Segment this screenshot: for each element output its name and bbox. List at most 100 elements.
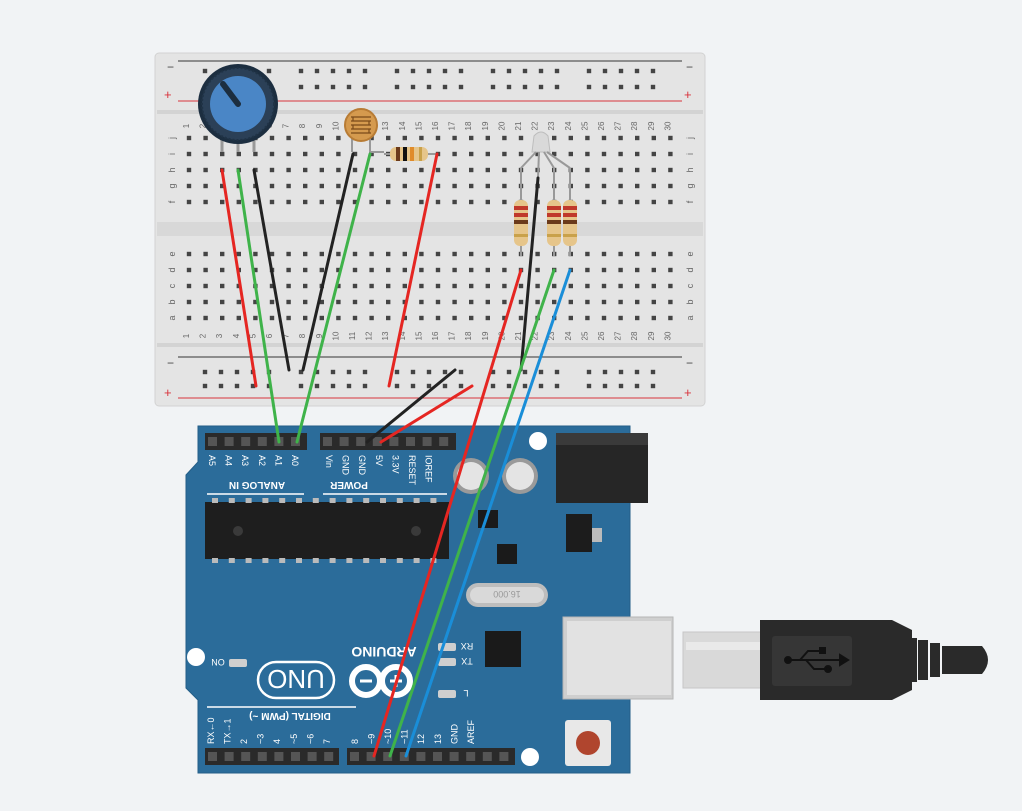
hole xyxy=(635,283,640,289)
breadboard[interactable]: 1122334455667788991010111112121313141415… xyxy=(154,52,706,407)
power-header[interactable] xyxy=(320,433,456,450)
hole xyxy=(419,167,424,173)
row-letter: h xyxy=(685,167,695,172)
header-pin[interactable] xyxy=(399,752,409,761)
reset-button-cap[interactable] xyxy=(576,731,600,755)
wire-black-pot[interactable] xyxy=(252,168,291,372)
header-pin[interactable] xyxy=(224,752,234,761)
hole xyxy=(236,315,241,321)
pin-label: A5 xyxy=(207,455,217,466)
hole xyxy=(452,183,457,189)
wire-black-ldr[interactable] xyxy=(301,152,355,372)
rgb-led[interactable] xyxy=(520,131,571,198)
hole xyxy=(220,315,225,321)
header-pin[interactable] xyxy=(274,752,284,761)
wire-green-ldr-a0[interactable] xyxy=(295,152,372,444)
hole xyxy=(419,199,424,205)
hole xyxy=(435,267,441,273)
hole xyxy=(253,267,258,273)
rail-hole xyxy=(522,84,528,90)
resistor-red[interactable] xyxy=(514,196,528,256)
rail-minus-bottom-left: − xyxy=(167,356,174,370)
header-pin[interactable] xyxy=(350,752,359,761)
hole xyxy=(286,167,291,173)
hole xyxy=(618,135,623,141)
wire-blue-pin11[interactable] xyxy=(404,268,572,758)
header-pin[interactable] xyxy=(324,752,334,761)
wire-red-resistor[interactable] xyxy=(387,152,439,388)
hole xyxy=(452,283,457,289)
hole xyxy=(253,151,258,157)
hole xyxy=(236,183,241,189)
header-pin[interactable] xyxy=(383,752,393,761)
header-pin[interactable] xyxy=(257,752,267,761)
header-pin[interactable] xyxy=(208,752,217,761)
header-pin[interactable] xyxy=(323,437,332,446)
header-pin[interactable] xyxy=(224,437,234,446)
wire-red-pin9[interactable] xyxy=(372,268,523,758)
hole xyxy=(319,267,324,273)
column-number: 3 xyxy=(215,333,224,338)
hole xyxy=(485,283,490,289)
photoresistor[interactable] xyxy=(344,108,384,153)
potentiometer[interactable] xyxy=(198,64,278,152)
header-pin[interactable] xyxy=(406,437,415,446)
header-pin[interactable] xyxy=(372,437,382,446)
wire-green-pin10[interactable] xyxy=(388,268,556,758)
digital-header-left[interactable] xyxy=(205,748,339,765)
rail-hole xyxy=(586,383,592,389)
header-pin[interactable] xyxy=(241,437,251,446)
hole xyxy=(618,315,623,321)
resistor-green[interactable] xyxy=(547,196,561,256)
wire-green-pot-a1[interactable] xyxy=(236,168,281,444)
header-pin[interactable] xyxy=(439,437,449,446)
header-pin[interactable] xyxy=(307,752,317,761)
rail-hole xyxy=(586,84,592,90)
header-pin[interactable] xyxy=(449,752,459,761)
rail-hole xyxy=(506,84,512,90)
header-pin[interactable] xyxy=(356,437,366,446)
hole xyxy=(452,267,457,273)
header-pin[interactable] xyxy=(339,437,349,446)
header-pin[interactable] xyxy=(433,752,442,761)
crystal-label: 16.000 xyxy=(493,589,521,599)
rail-hole xyxy=(522,369,528,375)
wire-black-led-common[interactable] xyxy=(519,176,540,372)
hole xyxy=(585,151,590,157)
wires[interactable] xyxy=(220,152,572,758)
hole xyxy=(236,299,241,305)
hole xyxy=(568,283,573,289)
header-pin[interactable] xyxy=(241,752,251,761)
column-number: 7 xyxy=(282,123,291,128)
wire-red-pot[interactable] xyxy=(220,168,258,388)
header-pin[interactable] xyxy=(257,437,267,446)
hole xyxy=(552,299,557,305)
hole xyxy=(435,315,441,321)
header-pin[interactable] xyxy=(466,752,476,761)
header-pin[interactable] xyxy=(389,437,399,446)
hole xyxy=(502,151,507,157)
hole xyxy=(535,283,540,289)
column-number: 25 xyxy=(580,121,589,130)
hole xyxy=(186,267,192,273)
resistor-blue[interactable] xyxy=(563,196,577,256)
usb-cable[interactable] xyxy=(682,620,988,700)
header-pin[interactable] xyxy=(291,437,300,446)
hole xyxy=(635,183,640,189)
wire-red-5v[interactable] xyxy=(379,384,474,444)
hole xyxy=(635,315,640,321)
resistor[interactable] xyxy=(384,147,438,161)
header-pin[interactable] xyxy=(416,752,426,761)
header-pin[interactable] xyxy=(482,752,492,761)
hole xyxy=(386,167,391,173)
hole xyxy=(518,283,524,289)
header-pin[interactable] xyxy=(366,752,376,761)
wire-black-gnd[interactable] xyxy=(365,368,457,444)
rail-hole xyxy=(522,383,528,389)
header-pin[interactable] xyxy=(291,752,300,761)
header-pin[interactable] xyxy=(499,752,509,761)
header-pin[interactable] xyxy=(422,437,432,446)
tx-led xyxy=(438,658,456,666)
header-pin[interactable] xyxy=(208,437,217,446)
